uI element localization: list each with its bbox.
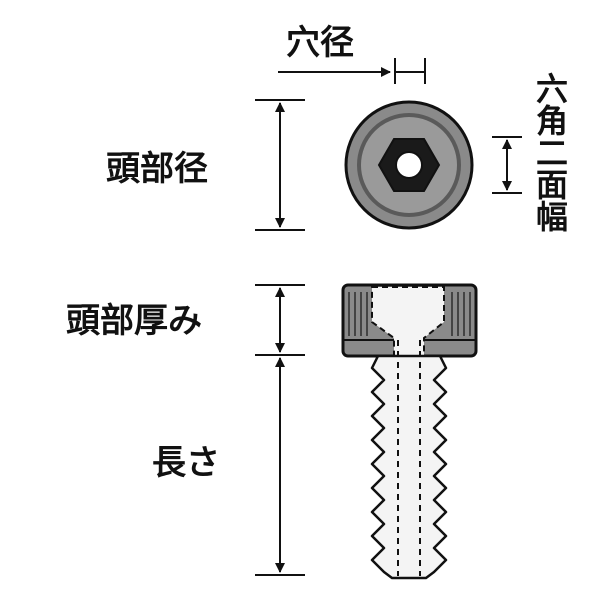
dimension-hex-width [492,136,522,194]
dimension-length [255,357,305,576]
dimension-head-diameter [255,99,305,231]
bolt-side-view [341,283,478,580]
label-head-thickness: 頭部厚み [66,301,202,341]
label-hole-diameter: 穴径 [286,23,354,63]
bolt-top-view [344,100,474,230]
dimension-hole-diameter [278,58,426,84]
label-hex-width: 六角二面幅 [531,72,569,232]
label-head-diameter: 頭部径 [106,149,208,189]
head-knurling [348,292,471,336]
threaded-shank [370,354,448,580]
label-length: 長さ [152,443,220,483]
through-hole [395,151,423,179]
dimension-head-thickness [255,284,305,356]
